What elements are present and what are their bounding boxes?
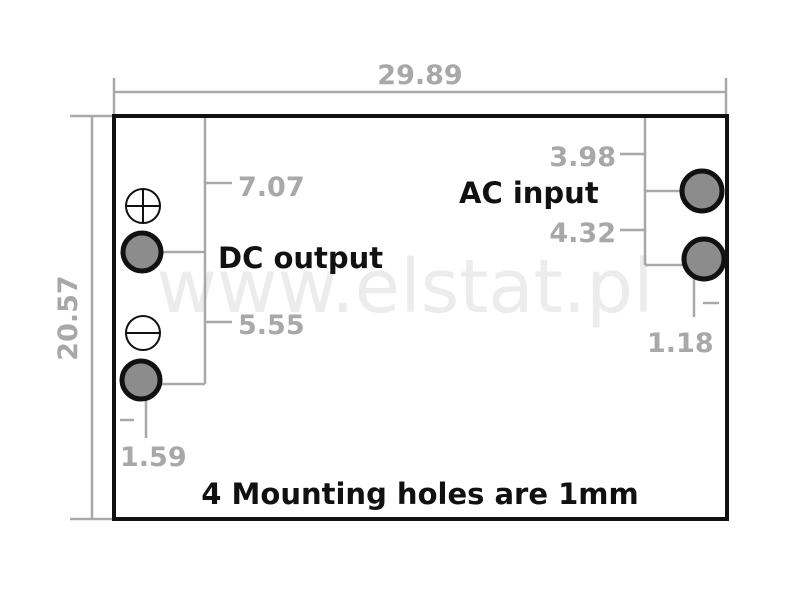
ac-input-label: AC input — [459, 176, 599, 210]
dc-output-label: DC output — [218, 241, 383, 275]
dc-minus-pin — [119, 358, 163, 402]
ac-top-offset-label: 3.98 — [549, 142, 616, 173]
width-dimension-label: 29.89 — [377, 60, 462, 91]
dc-edge-offset-label: 1.59 — [120, 442, 187, 473]
height-dimension — [70, 114, 112, 521]
height-dimension-label: 20.57 — [53, 275, 84, 360]
ac-leader-lines — [620, 118, 719, 317]
mounting-holes-note: 4 Mounting holes are 1mm — [201, 477, 638, 511]
watermark: www.elstat.pl — [156, 244, 653, 330]
ac-pin-top — [679, 168, 725, 214]
minus-symbol-icon — [125, 315, 161, 351]
dc-leader-lines — [120, 118, 232, 438]
plus-symbol-icon — [125, 188, 161, 224]
width-dimension — [112, 78, 728, 116]
dc-minus-offset-label: 5.55 — [238, 310, 305, 341]
dc-plus-offset-label: 7.07 — [238, 172, 305, 203]
board-outline — [112, 114, 729, 521]
dc-plus-pin — [120, 230, 164, 274]
ac-pin-bottom — [681, 236, 727, 282]
ac-edge-offset-label: 1.18 — [647, 328, 714, 359]
ac-bottom-offset-label: 4.32 — [549, 218, 616, 249]
